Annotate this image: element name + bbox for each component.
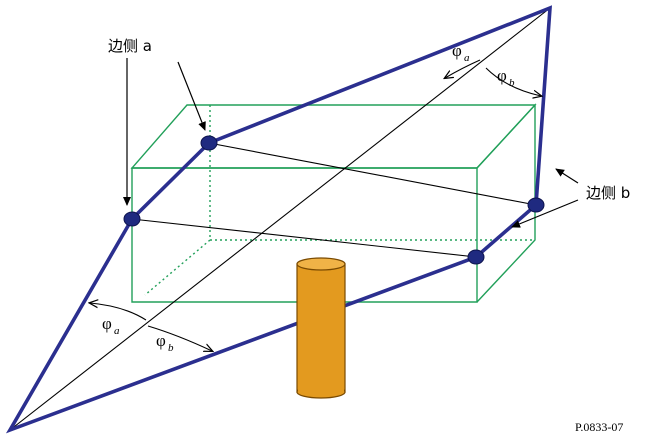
cross-line-left-bottom (131, 218, 477, 258)
vertex-dots (123, 135, 545, 265)
pointer-arrows (123, 58, 579, 228)
box-right-face (476, 103, 536, 303)
phi-subscript: b (168, 342, 174, 354)
phi-symbol: φ (102, 314, 112, 333)
phi-a-top-label: φ a (452, 41, 470, 64)
arc-phi-b-top (485, 67, 541, 96)
cylinder-object (296, 257, 346, 399)
phi-b-top-label: φ b (497, 66, 515, 89)
box-hidden-edges (144, 105, 535, 296)
arrow-side-b-up (555, 168, 579, 184)
phi-b-bottom-label: φ b (156, 331, 174, 354)
main-diagonal (9, 7, 551, 431)
phi-a-bottom-label: φ a (102, 314, 120, 337)
vertex-dot-left (123, 211, 141, 227)
arc-phi-b-bottom (147, 325, 212, 351)
vertex-dot-bottom-right (467, 249, 485, 265)
figure-id: P.0833-07 (575, 420, 623, 434)
phi-symbol: φ (452, 41, 462, 60)
label-side-b: 边侧 b (586, 184, 630, 202)
angle-arcs (90, 59, 541, 351)
arc-phi-a-bottom (90, 303, 147, 321)
arrow-side-a-top (177, 61, 206, 131)
arrow-side-b-down (511, 199, 579, 228)
vertex-dot-top-left (200, 135, 218, 151)
label-side-a: 边侧 a (108, 37, 152, 55)
phi-subscript: a (464, 52, 470, 64)
arc-phi-a-top (445, 59, 481, 78)
phi-symbol: φ (497, 66, 507, 85)
internal-lines (9, 7, 551, 431)
vertex-dot-right (527, 197, 545, 213)
cross-line-a-b (208, 142, 537, 206)
phi-subscript: a (114, 325, 120, 337)
phi-subscript: b (509, 77, 515, 89)
phi-symbol: φ (156, 331, 166, 350)
rectangular-box (130, 103, 537, 303)
